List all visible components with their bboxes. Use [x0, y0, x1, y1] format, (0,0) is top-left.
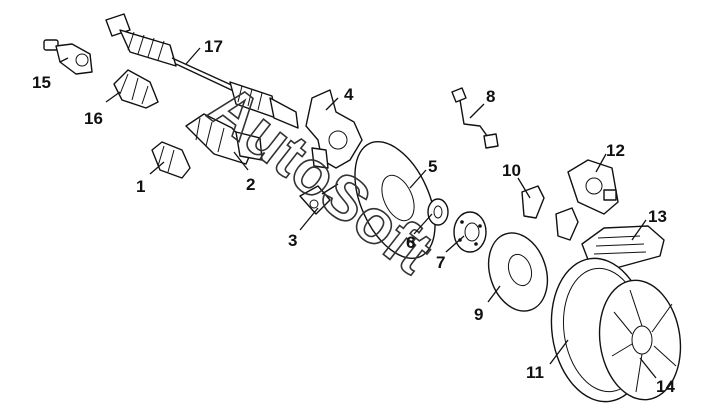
part-steering-knuckle: [305, 89, 363, 169]
callout-5: 5: [428, 157, 437, 176]
callout-10: 10: [502, 161, 521, 180]
callout-12: 12: [606, 141, 625, 160]
callout-3: 3: [288, 231, 297, 250]
callout-13: 13: [648, 207, 667, 226]
callout-7: 7: [436, 253, 445, 272]
part-bolts: [299, 183, 339, 215]
callout-6: 6: [406, 233, 415, 252]
callout-leaders: [59, 47, 657, 379]
callout-4: 4: [344, 85, 354, 104]
part-bearing: [427, 198, 449, 226]
callout-14: 14: [656, 377, 675, 396]
callout-1: 1: [136, 177, 145, 196]
callout-17: 17: [204, 37, 223, 56]
part-inner-joint: [185, 113, 263, 165]
callout-2: 2: [246, 175, 255, 194]
callout-9: 9: [474, 305, 483, 324]
part-hub: [453, 211, 487, 253]
callout-11: 11: [526, 363, 544, 382]
part-caliper: [567, 159, 619, 215]
callout-16: 16: [84, 109, 103, 128]
callout-15: 15: [32, 73, 51, 92]
part-hub-cap: [598, 279, 682, 401]
part-cv-joint-small: [43, 39, 93, 75]
part-boot: [113, 69, 159, 109]
part-brake-disc: [487, 232, 549, 312]
part-brake-hose: [451, 87, 499, 149]
part-dust-shield: [354, 140, 436, 260]
part-outer-boot: [151, 141, 191, 179]
part-brake-pad: [521, 185, 579, 241]
callout-8: 8: [486, 87, 495, 106]
part-drive-shaft: [105, 13, 299, 129]
